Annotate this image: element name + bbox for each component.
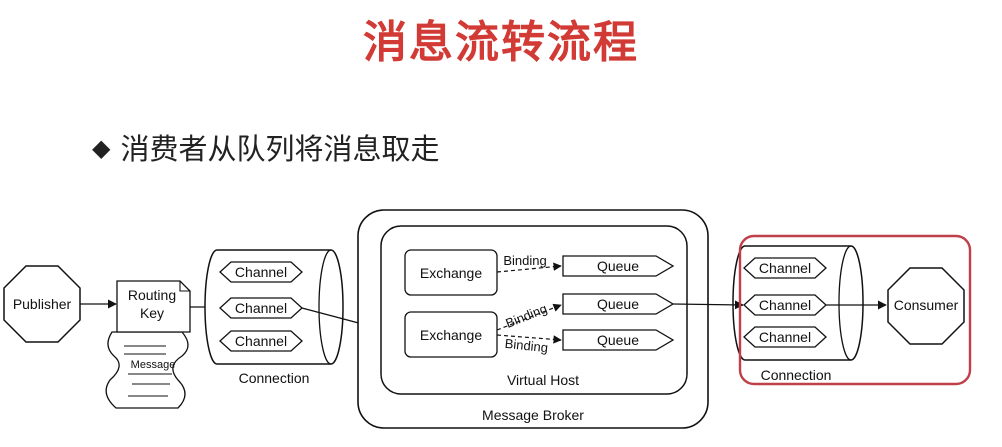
diamond-bullet-icon: ◆ bbox=[92, 134, 111, 162]
queue-3: Queue bbox=[562, 329, 675, 351]
consumer-label: Consumer bbox=[894, 297, 959, 313]
bullet-point: ◆ 消费者从队列将消息取走 bbox=[92, 126, 439, 168]
routing-key-node: Routing Key bbox=[116, 280, 191, 333]
connection-left-label: Connection bbox=[239, 370, 310, 386]
virtual-host-label: Virtual Host bbox=[507, 372, 579, 388]
queue-2: Queue bbox=[562, 293, 675, 315]
queue-2-label: Queue bbox=[597, 296, 639, 312]
binding-label-3: Binding bbox=[504, 336, 549, 355]
channel-right-2-label: Channel bbox=[759, 297, 811, 313]
publisher-label: Publisher bbox=[13, 296, 72, 312]
channel-left-2: Channel bbox=[219, 297, 303, 319]
channel-left-1: Channel bbox=[219, 261, 303, 283]
queue-1-label: Queue bbox=[597, 258, 639, 274]
page-title: 消息流转流程 bbox=[363, 17, 639, 68]
queue-3-label: Queue bbox=[597, 332, 639, 348]
channel-left-1-label: Channel bbox=[235, 264, 287, 280]
channel-right-3-label: Channel bbox=[759, 329, 811, 345]
consumer-node: Consumer bbox=[887, 267, 965, 345]
connection-right-label: Connection bbox=[761, 367, 832, 383]
exchange-2-label: Exchange bbox=[420, 327, 482, 343]
exchange-2: Exchange bbox=[404, 311, 498, 358]
message-label: Message bbox=[131, 359, 176, 371]
channel-left-3-label: Channel bbox=[235, 333, 287, 349]
binding-arrow-3 bbox=[496, 334, 562, 344]
channel-right-3: Channel bbox=[743, 326, 827, 348]
consumer-highlight-frame bbox=[738, 234, 972, 386]
channel-right-2: Channel bbox=[743, 294, 827, 316]
bullet-text: 消费者从队列将消息取走 bbox=[120, 132, 440, 166]
binding-arrow-2 bbox=[496, 303, 562, 331]
binding-arrow-1 bbox=[496, 262, 562, 273]
publisher-node: Publisher bbox=[3, 265, 81, 343]
arrow-queue-to-channel bbox=[672, 300, 744, 310]
channel-right-1: Channel bbox=[743, 257, 827, 279]
channel-left-3: Channel bbox=[219, 330, 303, 352]
routing-key-line1: Routing bbox=[128, 287, 176, 303]
routing-key-line2: Key bbox=[140, 305, 164, 321]
message-broker-label: Message Broker bbox=[482, 407, 584, 423]
exchange-1: Exchange bbox=[404, 249, 498, 296]
channel-left-2-label: Channel bbox=[235, 300, 287, 316]
exchange-1-label: Exchange bbox=[420, 265, 482, 281]
binding-label-1: Binding bbox=[503, 253, 546, 268]
channel-right-1-label: Channel bbox=[759, 260, 811, 276]
queue-1: Queue bbox=[562, 255, 675, 277]
message-document: Message bbox=[105, 331, 189, 409]
